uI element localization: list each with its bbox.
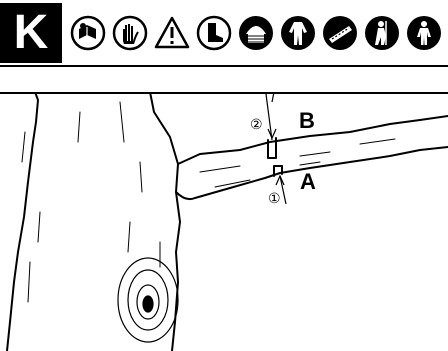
fall-protection-icon [406,15,442,51]
helmet-visor-hearing-icon [238,15,274,51]
saw-chain-icon [322,15,358,51]
tree-limb-cut-diagram: ② B A ① [0,92,448,351]
trunk-left-edge [7,92,38,351]
cut-step-1-label: ① [268,190,281,207]
header-divider [0,65,448,67]
knot [118,258,178,342]
pointer-b [266,94,272,140]
gloves-icon [112,15,148,51]
read-manual-icon [70,15,106,51]
safety-icon-row [70,5,442,61]
climbing-harness-icon [364,15,400,51]
cut-a-label: A [300,169,316,195]
section-letter: K [0,3,62,63]
pointer-a [280,176,286,204]
warning-triangle-icon [154,15,190,51]
safety-boots-icon [196,15,232,51]
bark-texture [22,102,395,302]
diagram-drawing [0,92,448,351]
cut-step-2-label: ② [250,116,263,133]
cut-b-label: B [299,108,315,134]
header-bar: K [0,0,448,94]
trunk-right-edge [150,92,180,351]
protective-clothing-icon [280,15,316,51]
